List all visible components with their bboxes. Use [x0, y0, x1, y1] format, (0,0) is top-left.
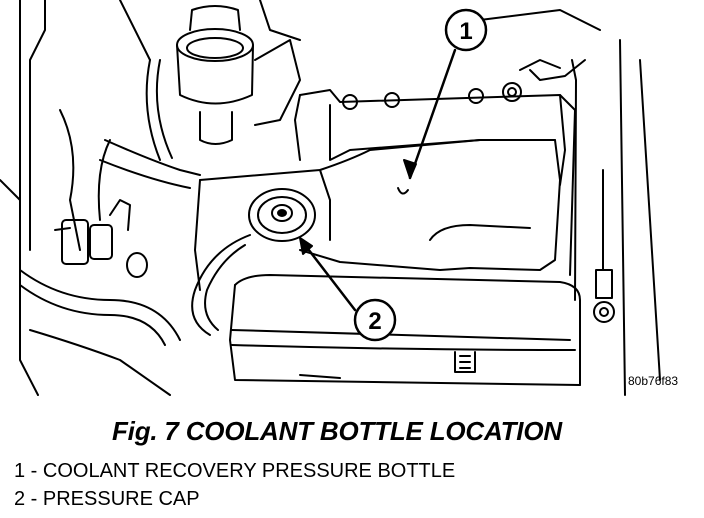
wiring-connectors [54, 199, 148, 278]
pressure-cap [248, 188, 316, 242]
brake-fluid-reservoir [176, 5, 301, 145]
callout-1: 1 [444, 8, 488, 52]
callout-leaders [299, 48, 457, 312]
callout-1-number: 1 [459, 18, 472, 45]
power-distribution-box [229, 274, 581, 386]
callout-2-number: 2 [368, 308, 381, 335]
figure-code: 80b76f83 [628, 374, 679, 388]
callout-2: 2 [353, 298, 397, 342]
fender-outline [0, 0, 661, 396]
legend-item-2: 2 - PRESSURE CAP [14, 488, 200, 510]
coolant-recovery-bottle [194, 139, 561, 291]
ground-strap [571, 59, 615, 323]
figure-caption: Fig. 7 COOLANT BOTTLE LOCATION [112, 416, 562, 446]
hoses [19, 59, 251, 396]
legend-item-1: 1 - COOLANT RECOVERY PRESSURE BOTTLE [14, 460, 456, 482]
engine-bay-line-drawing: 1 2 [0, 0, 661, 396]
